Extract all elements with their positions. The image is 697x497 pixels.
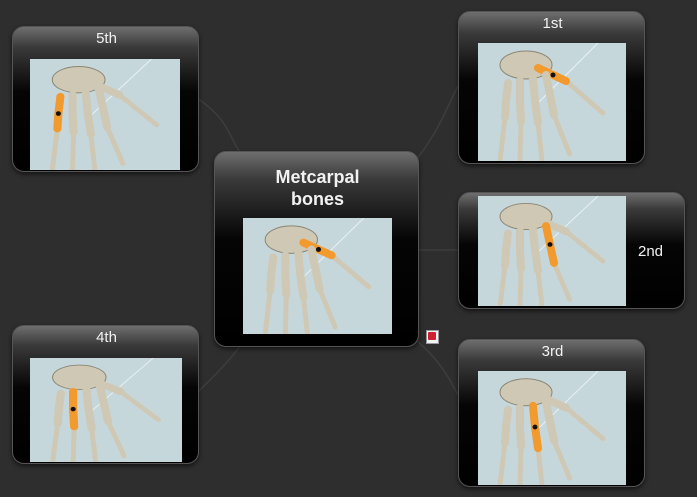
hand-skeleton-illustration	[30, 59, 180, 170]
center-title: Metcarpal bones	[215, 166, 420, 210]
link-first	[415, 85, 459, 161]
note-icon[interactable]	[426, 330, 439, 344]
node-fourth[interactable]: 4th	[12, 325, 199, 464]
hand-image-fifth	[30, 59, 180, 170]
node-third[interactable]: 3rd	[458, 339, 645, 487]
hand-image-third	[478, 371, 626, 485]
node-second[interactable]: 2nd	[458, 192, 685, 309]
hand-skeleton-illustration	[30, 358, 182, 462]
center-title-line2: bones	[290, 189, 344, 209]
center-title-line1: Metcarpal	[275, 167, 360, 187]
link-fifth	[196, 97, 241, 153]
node-second-label: 2nd	[638, 243, 664, 260]
hand-skeleton-illustration	[478, 43, 626, 161]
hand-image-fourth	[30, 358, 182, 462]
node-fourth-label: 4th	[96, 329, 117, 346]
hand-skeleton-illustration	[478, 196, 626, 306]
node-fifth[interactable]: 5th	[12, 26, 199, 172]
hand-image-first	[478, 43, 626, 161]
node-third-label: 3rd	[541, 343, 564, 360]
link-third	[415, 339, 459, 396]
hand-image-second	[478, 196, 626, 306]
center-node[interactable]: Metcarpal bones	[214, 151, 419, 347]
node-first-label: 1st	[542, 15, 563, 32]
link-fourth	[197, 345, 241, 393]
node-fifth-label: 5th	[96, 30, 117, 47]
hand-skeleton-illustration	[243, 218, 392, 334]
node-first[interactable]: 1st	[458, 11, 645, 164]
hand-image-center	[243, 218, 392, 334]
hand-skeleton-illustration	[478, 371, 626, 485]
